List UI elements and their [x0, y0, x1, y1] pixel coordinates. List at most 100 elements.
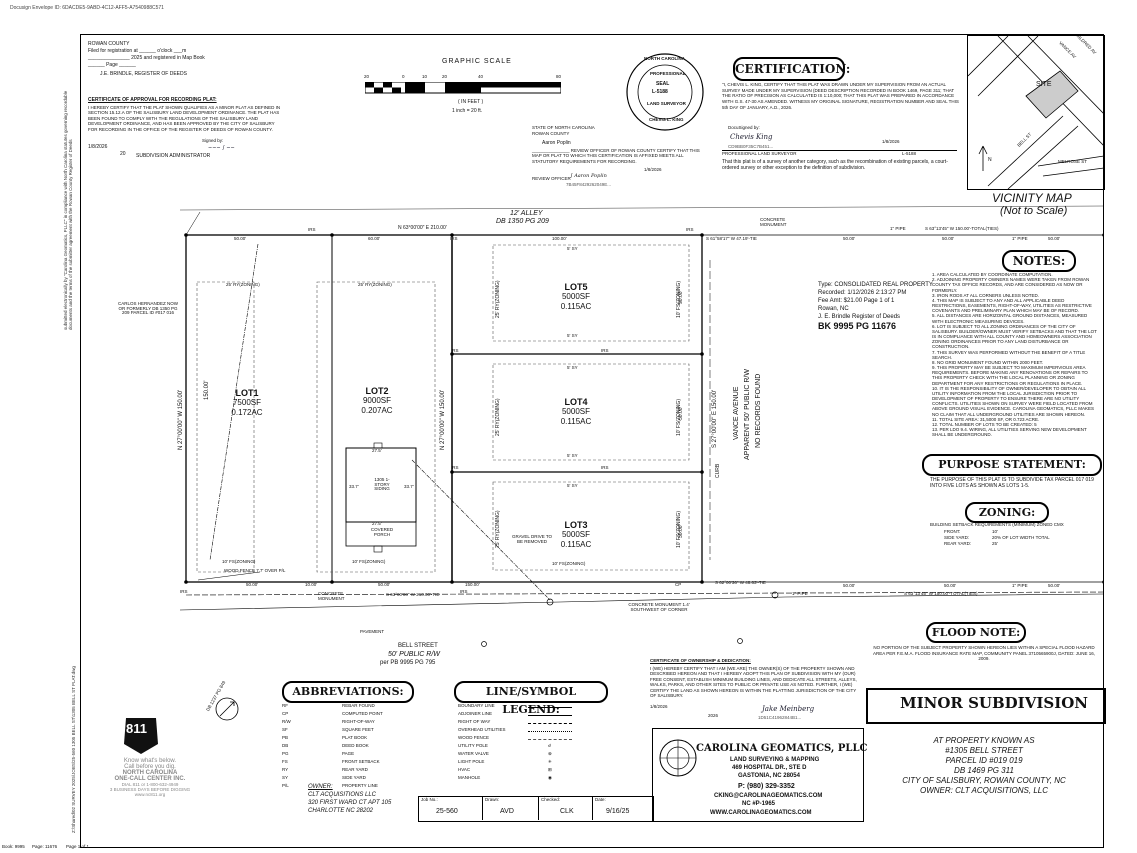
dim-right-top3: 50.00' — [1048, 236, 1061, 241]
abbrev-code: CP — [282, 711, 289, 716]
bottom-tie: S 62°00'36" W 48.63'-TIE — [715, 580, 766, 585]
sy-lot3-top: 5' SY — [567, 483, 578, 488]
bell-row: 50' PUBLIC R/W — [388, 651, 440, 658]
scale-tick: 0 — [402, 74, 405, 79]
tb-divider — [538, 796, 539, 820]
dim-lot5-top: 100.00' — [552, 236, 567, 241]
sy-lot5-top: 5' SY — [567, 246, 578, 251]
legend-list: BOUNDARY LINE ADJOINER LINE RIGHT OF WAY… — [458, 703, 608, 784]
legend-row: ADJOINER LINE — [458, 711, 608, 720]
legend-label: ADJOINER LINE — [458, 711, 493, 716]
filed-line: Filed for registration at ______ o'clock… — [88, 48, 187, 54]
flood-header: FLOOD NOTE: — [926, 622, 1026, 643]
porch-dim: 27.5' — [372, 521, 382, 526]
note-item: 7. THIS SURVEY WAS PERFORMED WITHOUT THE… — [932, 349, 1086, 360]
abbrev-code: P/L — [282, 783, 289, 788]
review-text: _______________ REVIEW OFFICER OF ROWAN … — [532, 148, 700, 164]
pipe-label: 1" PIPE — [792, 591, 808, 596]
legend-row: RIGHT OF WAY — [458, 719, 608, 728]
seal-number: L-5188 — [652, 89, 668, 95]
property-line: OWNER: CLT ACQUISITIONS, LLC — [919, 786, 1048, 795]
company-logo — [659, 739, 697, 777]
vance-avenue: VANCE AVENUE — [733, 386, 740, 440]
review-signature: ∫ Aaron Poplin — [570, 173, 607, 179]
scale-unit: ( IN FEET ) — [458, 99, 484, 105]
call-line: 3 BUSINESS DAYS BEFORE DIGGING — [109, 787, 191, 792]
vicinity-streets — [968, 36, 1104, 189]
note-item: 4. THIS MAP IS SUBJECT TO ANY AND ALL AP… — [932, 297, 1092, 314]
legend-label: RIGHT OF WAY — [458, 719, 491, 724]
admin-signature: ~~~ ∫ ~~ — [208, 145, 235, 151]
footer-page: Page: 11676 — [32, 844, 58, 849]
surveyor-signature: Chevis King — [730, 133, 773, 141]
lot-1-sf: 7500SF — [232, 398, 262, 408]
dim-lot3-side: 50.00' — [678, 524, 684, 538]
house-label: 1305 1-STORY SIDING — [374, 477, 390, 492]
utility-pole-icon: ☌ — [548, 743, 552, 748]
irs-marker: IRS — [180, 589, 188, 594]
envelope-id: Docusign Envelope ID: 6DACDE5-9ABD-4C12-… — [10, 5, 164, 11]
rec-recorded: Recorded: 1/12/2026 2:13:27 PM — [818, 290, 907, 296]
irs-marker: IRS — [460, 589, 468, 594]
pipe-label: 1" PIPE — [1012, 583, 1028, 588]
abbrev-code: PB — [282, 735, 289, 740]
abbreviations-header: ABBREVIATIONS: — [282, 681, 414, 703]
vicinity-street: MELROSE ST — [1058, 159, 1088, 164]
submission-note: submitted electronically by "Carolina Ge… — [63, 90, 73, 330]
fs-lot1-bot: 10' FS(ZONING) — [222, 559, 256, 564]
legend-label: UTILITY POLE — [458, 743, 488, 748]
ownership-year: 2026 — [708, 713, 719, 718]
abbrev-meaning: DEED BOOK — [342, 743, 369, 748]
date-line: _______________ 2025 and registered in M… — [88, 55, 205, 61]
property-line: CITY OF SALISBURY, ROWAN COUNTY, NC — [902, 776, 1066, 785]
concrete-monument-bl: CONCRETE MONUMENT — [318, 591, 345, 601]
owner-address2: CHARLOTTE NC 28202 — [308, 808, 374, 814]
approval-title: CERTIFICATE OF APPROVAL FOR RECORDING PL… — [88, 97, 217, 103]
cert-date: 1/8/2026 — [882, 139, 900, 144]
abbrev-meaning: COMPUTED POINT — [342, 711, 383, 716]
footer-book: Book: 9995 — [2, 844, 25, 849]
docusigned-label: DocuSigned by: — [728, 125, 760, 130]
call-line: Call before you dig. — [124, 764, 176, 770]
seal-professional: PROFESSIONAL — [650, 71, 686, 76]
abbrev-code: PG — [282, 751, 289, 756]
legend-row: BOUNDARY LINE — [458, 703, 608, 712]
note-item: 1. AREA CALCULATED BY COORDINATE COMPUTA… — [932, 272, 1053, 277]
sy-lot4-top: 5' SY — [567, 365, 578, 370]
call-811-icon — [124, 718, 158, 754]
tb-divider — [482, 796, 483, 820]
lot-4-ac: 0.115AC — [560, 416, 592, 426]
concrete-monument-br: CONCRETE MONUMENT 1.4' SOUTHWEST OF CORN… — [628, 602, 690, 612]
approval-text: I HEREBY CERTIFY THAT THE PLAT SHOWN QUA… — [88, 105, 281, 132]
zoning-header: ZONING: — [965, 502, 1049, 523]
property-line: AT PROPERTY KNOWN AS — [933, 736, 1035, 745]
scale-tick: 20 — [364, 74, 370, 79]
dim-lot4-side: 50.00' — [678, 406, 684, 420]
review-label: REVIEW OFFICER — [532, 176, 571, 181]
vance-row: APPARENT 50' PUBLIC R/W — [744, 369, 751, 460]
dim-right-bot3: 50.00' — [1048, 583, 1061, 588]
vicinity-subtitle: (Not to Scale) — [1000, 205, 1068, 217]
legend-label: WATER VALVE — [458, 751, 489, 756]
abbrev-code: SF — [282, 727, 288, 732]
note-item: 11. TOTAL SITE AREA: 31,5000 SF, OR 0.72… — [932, 416, 1040, 422]
legend-header: LINE/SYMBOL LEGEND: — [454, 681, 608, 716]
company-name: CAROLINA GEOMATICS, PLLC — [696, 743, 868, 754]
company-address2: GASTONIA, NC 28054 — [738, 773, 800, 779]
lot-2-name: LOT2 — [365, 386, 389, 396]
zoning-subtitle: BUILDING SETBACK REQUIREMENTS (MINIMUM) … — [930, 522, 1064, 527]
property-line: DB 1469 PG 311 — [954, 766, 1014, 775]
bell-plat-ref: per PB 9995 PG 795 — [380, 660, 436, 666]
county-label: ROWAN COUNTY — [88, 41, 130, 47]
ownership-title: CERTIFICATE OF OWNERSHIP & DEDICATION: — [650, 658, 751, 663]
dim-right-bot2: 50.00' — [944, 583, 957, 588]
scale-tick: 10 — [422, 74, 428, 79]
date-value: 9/16/25 — [606, 808, 630, 815]
company-phone: P: (980) 329-3352 — [738, 783, 795, 790]
certification-header: CERTIFICATION: — [733, 57, 850, 81]
